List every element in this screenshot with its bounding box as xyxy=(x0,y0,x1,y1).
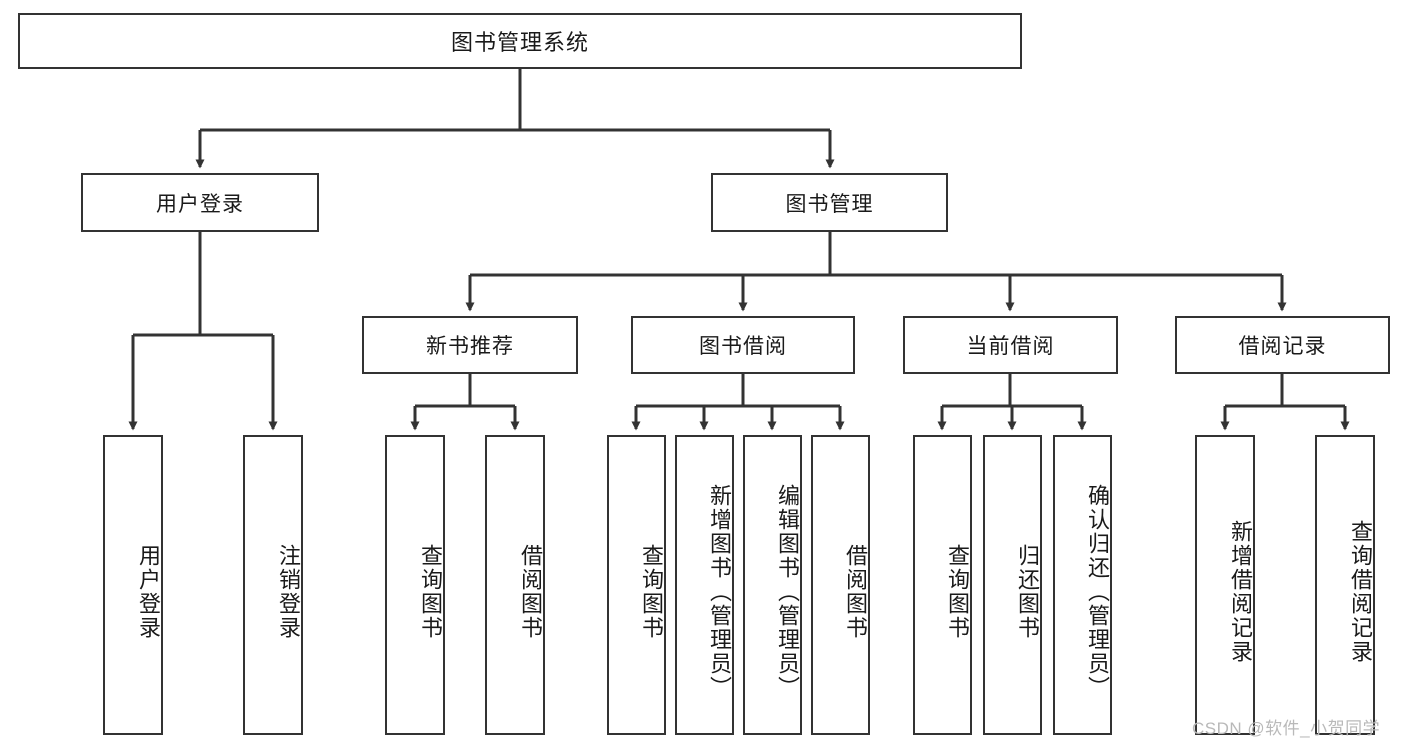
node-leaf-current-return-book-label: 归还图书 xyxy=(1015,544,1040,640)
node-leaf-record-add-label: 新增借阅记录 xyxy=(1228,520,1253,664)
node-book-management[interactable]: 图书管理 xyxy=(711,173,948,232)
node-leaf-user-logout-label: 注销登录 xyxy=(276,544,301,640)
node-leaf-new-borrow-book[interactable]: 借阅图书 xyxy=(485,435,545,735)
node-current-borrow-label: 当前借阅 xyxy=(966,335,1055,358)
csdn-watermark: CSDN @软件_小贺同学 xyxy=(1192,719,1381,738)
node-leaf-current-return-book[interactable]: 归还图书 xyxy=(983,435,1042,735)
node-new-book-recommend-label: 新书推荐 xyxy=(426,335,514,358)
node-leaf-borrow-query-book[interactable]: 查询图书 xyxy=(607,435,666,735)
node-borrow-records[interactable]: 借阅记录 xyxy=(1175,316,1390,374)
node-user-login[interactable]: 用户登录 xyxy=(81,173,319,232)
node-book-management-label: 图书管理 xyxy=(785,192,874,216)
node-leaf-record-query[interactable]: 查询借阅记录 xyxy=(1315,435,1375,735)
node-leaf-new-query-book-label: 查询图书 xyxy=(418,544,443,640)
node-leaf-borrow-lend-book[interactable]: 借阅图书 xyxy=(811,435,870,735)
node-leaf-user-login[interactable]: 用户登录 xyxy=(103,435,163,735)
node-leaf-record-add[interactable]: 新增借阅记录 xyxy=(1195,435,1255,735)
node-leaf-record-query-label: 查询借阅记录 xyxy=(1348,520,1373,664)
node-current-borrow[interactable]: 当前借阅 xyxy=(903,316,1118,374)
node-leaf-borrow-lend-book-label: 借阅图书 xyxy=(843,544,868,640)
node-root-label: 图书管理系统 xyxy=(450,30,589,55)
node-leaf-user-login-label: 用户登录 xyxy=(136,544,161,640)
node-leaf-current-confirm-return-label: 确认归还（管理员） xyxy=(1085,484,1110,700)
node-leaf-current-query-book[interactable]: 查询图书 xyxy=(913,435,972,735)
node-leaf-new-borrow-book-label: 借阅图书 xyxy=(518,544,543,640)
node-root[interactable]: 图书管理系统 xyxy=(18,13,1022,69)
node-borrow-records-label: 借阅记录 xyxy=(1238,335,1327,358)
node-leaf-borrow-add-book[interactable]: 新增图书（管理员） xyxy=(675,435,734,735)
node-leaf-borrow-add-book-label: 新增图书（管理员） xyxy=(707,484,732,700)
node-book-borrow-label: 图书借阅 xyxy=(699,335,787,358)
node-leaf-user-logout[interactable]: 注销登录 xyxy=(243,435,303,735)
node-leaf-borrow-edit-book[interactable]: 编辑图书（管理员） xyxy=(743,435,802,735)
node-leaf-borrow-query-book-label: 查询图书 xyxy=(639,544,664,640)
node-leaf-borrow-edit-book-label: 编辑图书（管理员） xyxy=(775,484,800,700)
node-new-book-recommend[interactable]: 新书推荐 xyxy=(362,316,578,374)
node-leaf-current-query-book-label: 查询图书 xyxy=(945,544,970,640)
node-leaf-current-confirm-return[interactable]: 确认归还（管理员） xyxy=(1053,435,1112,735)
node-leaf-new-query-book[interactable]: 查询图书 xyxy=(385,435,445,735)
node-book-borrow[interactable]: 图书借阅 xyxy=(631,316,855,374)
node-user-login-label: 用户登录 xyxy=(156,192,244,216)
